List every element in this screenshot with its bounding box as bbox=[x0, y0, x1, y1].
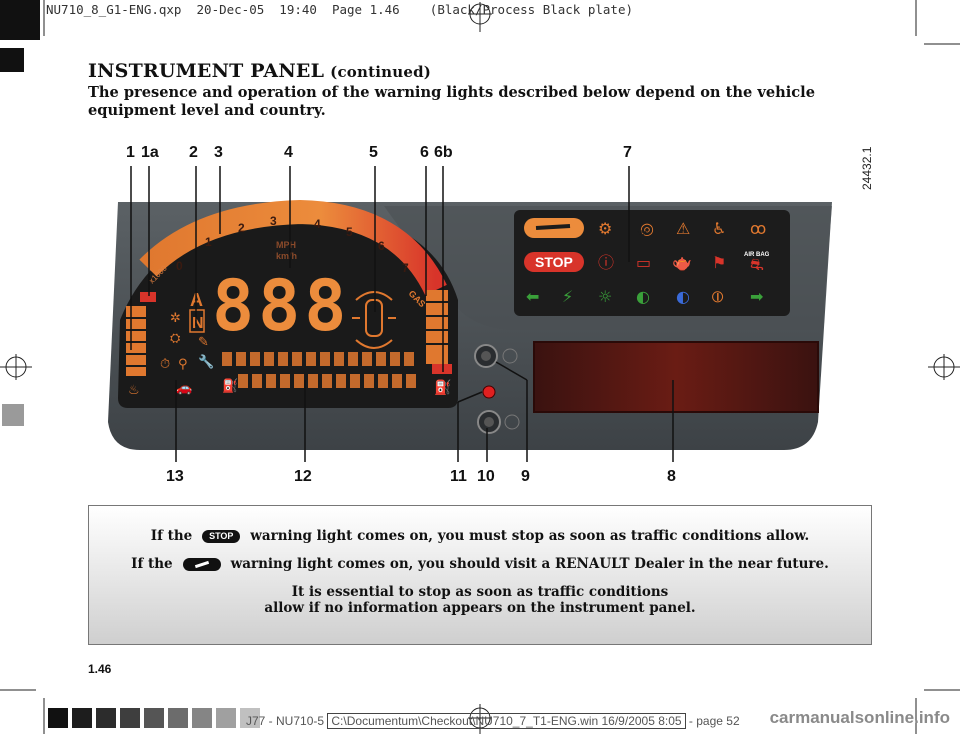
watermark: carmanualsonline.info bbox=[769, 708, 950, 727]
svg-text:◐: ◐ bbox=[636, 287, 650, 306]
note-line4: allow if no information appears on the i… bbox=[264, 600, 696, 616]
footer-path: C:\Documentum\Checkout\NU710_7_T1-ENG.wi… bbox=[327, 713, 686, 729]
callout-6b: 6b bbox=[434, 144, 453, 161]
title-continued: (continued) bbox=[330, 63, 432, 81]
spanner-icon bbox=[182, 558, 221, 571]
svg-text:✲: ✲ bbox=[170, 311, 181, 326]
tacho-num-7: 7 bbox=[402, 261, 409, 275]
tacho-num-6: 6 bbox=[378, 239, 385, 253]
svg-text:✎: ✎ bbox=[198, 335, 209, 350]
tacho-num-1: 1 bbox=[205, 235, 212, 249]
svg-text:🚗: 🚗 bbox=[176, 381, 192, 396]
page-number: 1.46 bbox=[88, 662, 112, 676]
callout-2: 2 bbox=[189, 144, 198, 161]
svg-text:◎: ◎ bbox=[640, 219, 654, 238]
title-main: INSTRUMENT PANEL bbox=[88, 60, 325, 82]
tacho-num-0: 0 bbox=[176, 259, 183, 273]
svg-text:⚲: ⚲ bbox=[178, 357, 188, 372]
svg-text:ⓘ: ⓘ bbox=[598, 253, 614, 272]
footer-prefix: J77 - NU710-5 bbox=[246, 714, 325, 728]
svg-text:▭: ▭ bbox=[636, 253, 651, 272]
svg-text:⚙: ⚙ bbox=[598, 219, 612, 238]
svg-text:⚠: ⚠ bbox=[676, 219, 690, 238]
callout-1: 1 bbox=[126, 144, 135, 161]
callout-3: 3 bbox=[214, 144, 223, 161]
speed-unit-2: km/h bbox=[276, 251, 297, 261]
callout-9: 9 bbox=[521, 468, 530, 485]
stop-light bbox=[524, 252, 584, 272]
callout-1a: 1a bbox=[141, 144, 159, 161]
reg-square bbox=[0, 0, 40, 40]
airbag-label: AIR BAG bbox=[744, 252, 770, 258]
note-box: If the STOP warning light comes on, you mu… bbox=[88, 505, 872, 645]
intro-text: The presence and operation of the warnin… bbox=[88, 84, 815, 119]
svg-text:⛭: ⛭ bbox=[170, 331, 181, 346]
svg-text:◐: ◐ bbox=[676, 287, 690, 306]
trip-buttons bbox=[474, 344, 520, 434]
reg-square bbox=[2, 404, 24, 426]
svg-text:⛐: ⛐ bbox=[750, 255, 764, 274]
gear-indicator: N bbox=[192, 315, 204, 332]
tacho-num-2: 2 bbox=[238, 221, 245, 235]
tacho-num-5: 5 bbox=[346, 225, 353, 239]
note-line3: It is essential to stop as soon as traff… bbox=[291, 584, 669, 600]
multifunction-display bbox=[533, 341, 819, 413]
svg-text:⦶: ⦶ bbox=[712, 287, 724, 306]
callout-12: 12 bbox=[294, 468, 312, 485]
tacho-arc bbox=[139, 199, 447, 296]
cluster-dark bbox=[118, 208, 458, 408]
svg-text:🫖: 🫖 bbox=[672, 253, 692, 272]
page-title: INSTRUMENT PANEL (continued) bbox=[88, 60, 431, 82]
warning-icons: ⚙ ◎ ⚠ ♿ ꝏ ⓘ ▭ 🫖 ⚑ ⛐ ⬅ ⚡ ☼ ◐ ◐ ⦶ ➡ bbox=[526, 219, 766, 306]
print-header: NU710_8_G1-ENG.qxp 20-Dec-05 19:40 Page … bbox=[46, 2, 633, 17]
note-line1-pre: If the bbox=[150, 528, 193, 544]
note-line2-post: warning light comes on, you should visit… bbox=[230, 556, 829, 572]
warning-light-panel bbox=[514, 210, 790, 316]
svg-text:➡: ➡ bbox=[750, 287, 763, 306]
color-bar bbox=[48, 708, 260, 728]
segment-display bbox=[222, 352, 416, 388]
svg-text:⏱: ⏱ bbox=[160, 357, 170, 372]
svg-text:⛽: ⛽ bbox=[434, 379, 451, 396]
svg-text:⛽: ⛽ bbox=[222, 378, 238, 394]
note-line-stop: If the STOP warning light comes on, you mu… bbox=[89, 528, 871, 544]
svg-text:🔧: 🔧 bbox=[198, 353, 214, 370]
callout-4: 4 bbox=[284, 144, 293, 161]
reg-square bbox=[0, 48, 24, 72]
svg-text:♿: ♿ bbox=[712, 219, 726, 238]
tacho-num-4: 4 bbox=[314, 217, 321, 231]
note-line1-post: warning light comes on, you must stop as… bbox=[250, 528, 810, 544]
leader-lines bbox=[130, 166, 674, 462]
speed-digits: 888 bbox=[212, 265, 350, 347]
cluster-icons: ✲ ⛭ ✎ ⏱ ⚲ 🔧 🚗 ⛽ bbox=[160, 311, 238, 396]
gear-box bbox=[189, 309, 205, 333]
svg-text:⚡: ⚡ bbox=[562, 287, 573, 306]
svg-text:☼: ☼ bbox=[598, 287, 612, 306]
svg-text:ꝏ: ꝏ bbox=[750, 219, 766, 238]
tacho-scale: 0 1 2 3 4 5 6 7 bbox=[176, 214, 409, 275]
note-line2-pre: If the bbox=[131, 556, 173, 572]
footer-suffix: - page 52 bbox=[688, 714, 740, 728]
callout-11: 11 bbox=[450, 468, 467, 485]
svg-text:♨: ♨ bbox=[128, 383, 140, 398]
print-footer: J77 - NU710-5 C:\Documentum\Checkout\NU7… bbox=[246, 713, 740, 729]
svg-text:⚑: ⚑ bbox=[712, 253, 726, 272]
tacho-num-3: 3 bbox=[270, 214, 277, 228]
callout-6: 6 bbox=[420, 144, 429, 161]
svg-text:⬅: ⬅ bbox=[526, 287, 539, 306]
callout-5: 5 bbox=[369, 144, 378, 161]
abs-label: ABS bbox=[636, 231, 649, 237]
callout-7: 7 bbox=[623, 144, 632, 161]
callout-8: 8 bbox=[667, 468, 676, 485]
parking-sensor-display bbox=[352, 291, 396, 349]
stop-icon: STOP bbox=[202, 530, 241, 543]
stop-light-label: STOP bbox=[535, 254, 573, 270]
speed-unit-1: MPH bbox=[276, 240, 296, 250]
note-line-service: If the warning light comes on, you should… bbox=[89, 556, 871, 572]
callout-10: 10 bbox=[477, 468, 495, 485]
callout-13: 13 bbox=[166, 468, 184, 485]
